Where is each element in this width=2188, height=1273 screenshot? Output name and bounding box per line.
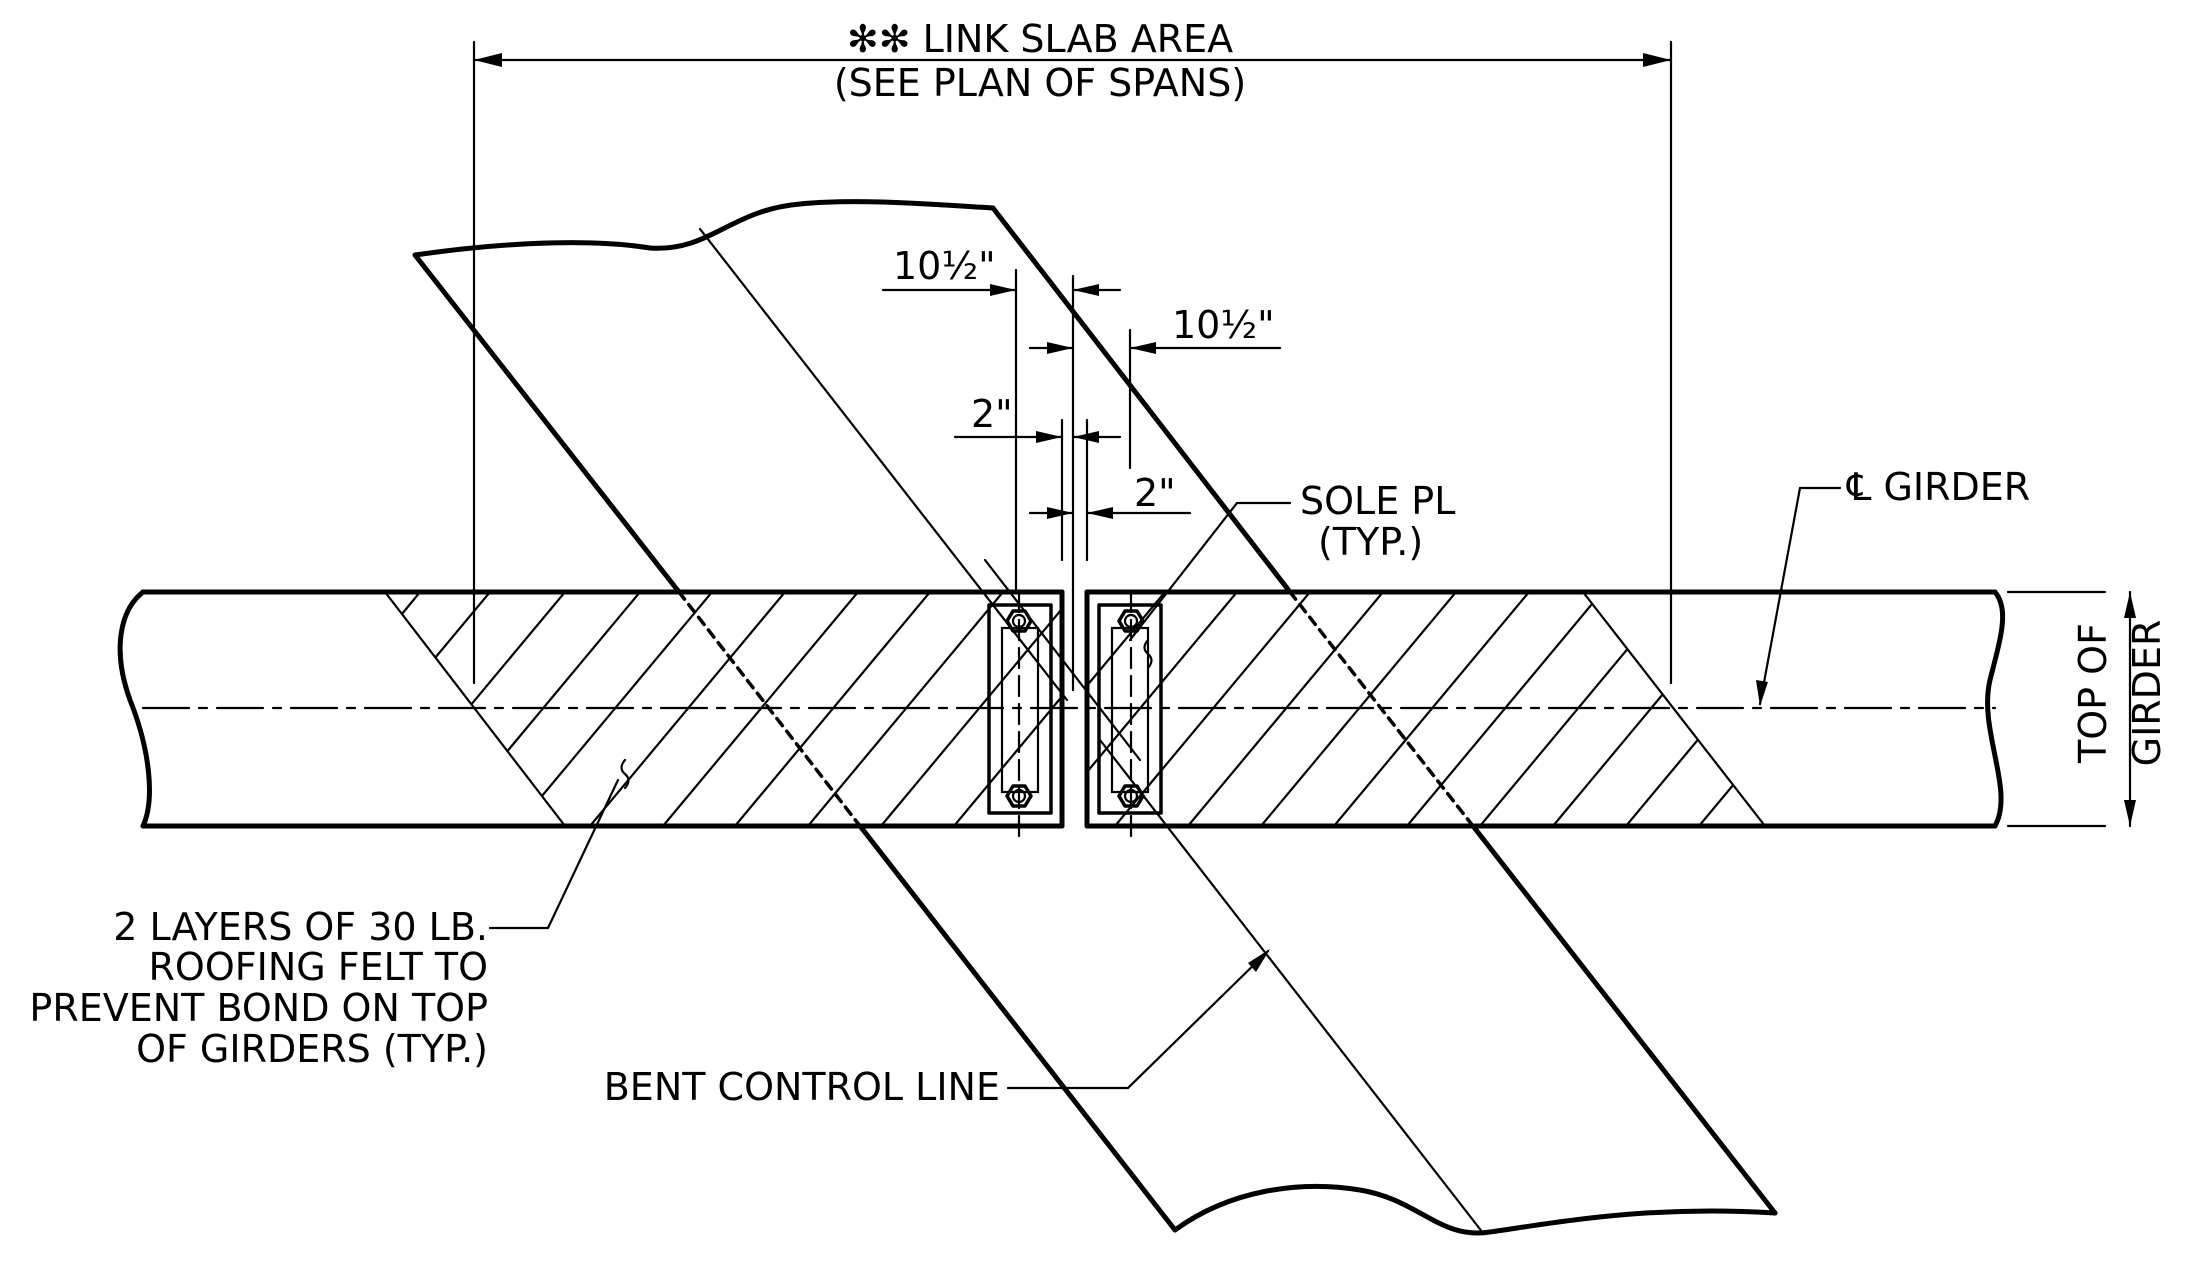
bent-cap-top-break-line: [412, 199, 996, 258]
bent-control-line-lower: [1098, 738, 1485, 1235]
roofing-felt-label-line4: OF GIRDERS (TYP.): [136, 1027, 488, 1071]
roofing-felt-label-line3: PREVENT BOND ON TOP: [29, 986, 488, 1030]
roofing-felt-label-line1: 2 LAYERS OF 30 LB.: [113, 905, 488, 949]
dimension-ten-half-right-label: 10½": [1172, 303, 1275, 347]
bent-cap-left-edge-lower: [857, 823, 1178, 1233]
top-of-girder-dimension: [2006, 590, 2136, 828]
roofing-felt-boundary-right: [1581, 590, 1767, 828]
link-slab-label-line1: ✻✻ LINK SLAB AREA: [847, 17, 1233, 61]
sole-plate-leader: [1128, 501, 1292, 670]
dimension-ten-half-left: [881, 268, 1018, 592]
dimension-two-right-label: 2": [1134, 471, 1176, 515]
bent-cap: [412, 199, 1778, 1236]
top-of-girder-label-line2: GIRDER: [2125, 620, 2169, 767]
bent-cap-bottom-break-line: [1172, 1183, 1778, 1236]
cl-girder-label: ℄ GIRDER: [1846, 465, 2030, 509]
roofing-felt-label-line2: ROOFING FELT TO: [149, 945, 488, 989]
bent-cap-left-edge-upper: [412, 252, 682, 595]
dimension-ten-half-right: [1128, 328, 1282, 470]
girder: [117, 589, 2006, 829]
dimension-two-right: [1028, 507, 1192, 519]
dimension-ten-half-left-label: 10½": [893, 244, 996, 288]
bent-cap-right-edge-lower: [1470, 823, 1778, 1216]
link-slab-dimension: [472, 40, 1673, 685]
girder-right-break-line: [1985, 589, 2006, 829]
dimension-two-left-label: 2": [971, 392, 1013, 436]
dimension-two-left: [953, 431, 1122, 443]
bent-control-line-label: BENT CONTROL LINE: [604, 1065, 1000, 1109]
roofing-felt-boundary-left: [383, 590, 567, 828]
girder-left-break-line: [117, 589, 152, 829]
sole-plate-label-line2: (TYP.): [1318, 520, 1423, 564]
link-slab-label-line2: (SEE PLAN OF SPANS): [834, 61, 1246, 105]
bent-control-line-leader: [1006, 949, 1270, 1090]
gap-witness-lines: [1028, 274, 1122, 692]
cl-girder-leader: [1756, 486, 1842, 706]
sole-plate-label-line1: SOLE PL: [1300, 479, 1455, 523]
bent-cap-right-edge-upper: [990, 205, 1293, 595]
bent-cap-hidden-edge-right: [1288, 590, 1475, 828]
top-of-girder-label-line1: TOP OF: [2071, 623, 2115, 764]
bent-control-line-through-plates: [983, 558, 1142, 762]
roofing-felt-leader: [488, 758, 630, 930]
